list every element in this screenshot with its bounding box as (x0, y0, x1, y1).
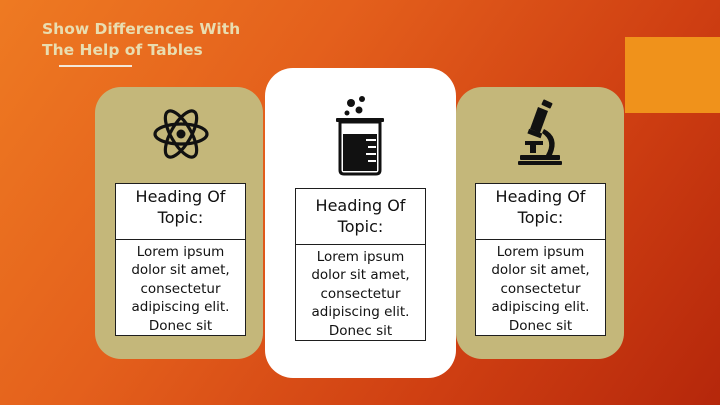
topic-table: Heading Of Topic: Lorem ipsum dolor sit … (115, 183, 246, 336)
title-line-2: The Help of Tables (42, 41, 203, 59)
card-center: Heading Of Topic: Lorem ipsum dolor sit … (265, 68, 456, 378)
table-heading: Heading Of Topic: (116, 184, 245, 240)
slide-title: Show Differences With The Help of Tables (42, 19, 302, 61)
card-left: Heading Of Topic: Lorem ipsum dolor sit … (95, 87, 263, 359)
microscope-icon (518, 99, 562, 165)
atom-icon (153, 109, 209, 159)
table-body: Lorem ipsum dolor sit amet, consectetur … (311, 248, 410, 339)
topic-table: Heading Of Topic: Lorem ipsum dolor sit … (475, 183, 606, 336)
title-line-1: Show Differences With (42, 20, 241, 38)
title-underline (59, 65, 132, 67)
table-heading: Heading Of Topic: (476, 184, 605, 240)
table-heading: Heading Of Topic: (296, 189, 425, 245)
topic-table: Heading Of Topic: Lorem ipsum dolor sit … (295, 188, 426, 341)
table-body: Lorem ipsum dolor sit amet, consectetur … (491, 243, 590, 334)
card-right: Heading Of Topic: Lorem ipsum dolor sit … (456, 87, 624, 359)
table-body: Lorem ipsum dolor sit amet, consectetur … (131, 243, 230, 334)
accent-square (625, 37, 720, 113)
beaker-icon (336, 96, 384, 176)
